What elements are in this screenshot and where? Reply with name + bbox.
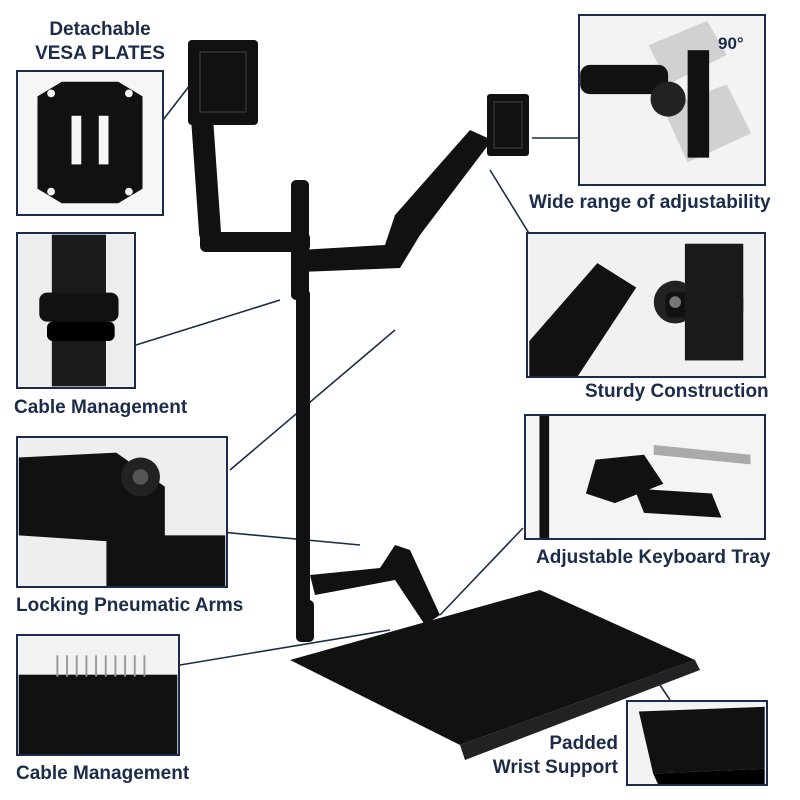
adjustability-inset	[578, 14, 766, 186]
wrist-support-label: Padded Wrist Support	[476, 732, 618, 780]
vesa-label-line1: Detachable	[49, 19, 151, 40]
cable-management-top-label: Cable Management	[14, 397, 188, 418]
cable-management-bottom-inset	[16, 634, 180, 756]
cable-management-top-image	[18, 234, 134, 387]
vesa-plate-inset	[16, 70, 164, 216]
right-arm	[300, 130, 492, 272]
left-arm-upper	[190, 109, 222, 241]
keyboard-arm	[310, 545, 440, 625]
cable-management-bottom-image	[18, 636, 178, 754]
keyboard-tray-label: Adjustable Keyboard Tray	[536, 547, 771, 568]
locking-arms-inset	[16, 436, 228, 588]
left-arm-lower	[200, 232, 310, 252]
sturdy-inset	[526, 232, 766, 378]
left-vesa-plate	[188, 40, 258, 125]
sturdy-image	[529, 234, 763, 376]
cable-management-top-inset	[16, 232, 136, 389]
adjustability-image	[580, 16, 764, 184]
keyboard-tray-image	[527, 416, 763, 538]
rotation-badge: 90°	[718, 34, 744, 53]
wrist-support-label-line2: Wrist Support	[492, 757, 618, 778]
locking-arms-label: Locking Pneumatic Arms	[16, 595, 244, 616]
wrist-support-inset	[626, 700, 768, 786]
wrist-support-label-line1: Padded	[549, 733, 618, 754]
locking-arms-image	[18, 438, 226, 586]
keyboard-tray	[290, 590, 695, 745]
vesa-label-line2: VESA PLATES	[35, 43, 165, 64]
adjustability-label: Wide range of adjustability	[529, 192, 771, 213]
cable-management-bottom-label: Cable Management	[16, 763, 190, 784]
wrist-support-image	[629, 702, 765, 784]
right-vesa-plate	[487, 94, 529, 156]
vesa-label: Detachable VESA PLATES	[20, 18, 180, 66]
sturdy-label: Sturdy Construction	[585, 381, 769, 402]
main-pole	[296, 290, 310, 640]
keyboard-tray-inset	[524, 414, 766, 540]
vesa-plate-image	[18, 72, 162, 214]
